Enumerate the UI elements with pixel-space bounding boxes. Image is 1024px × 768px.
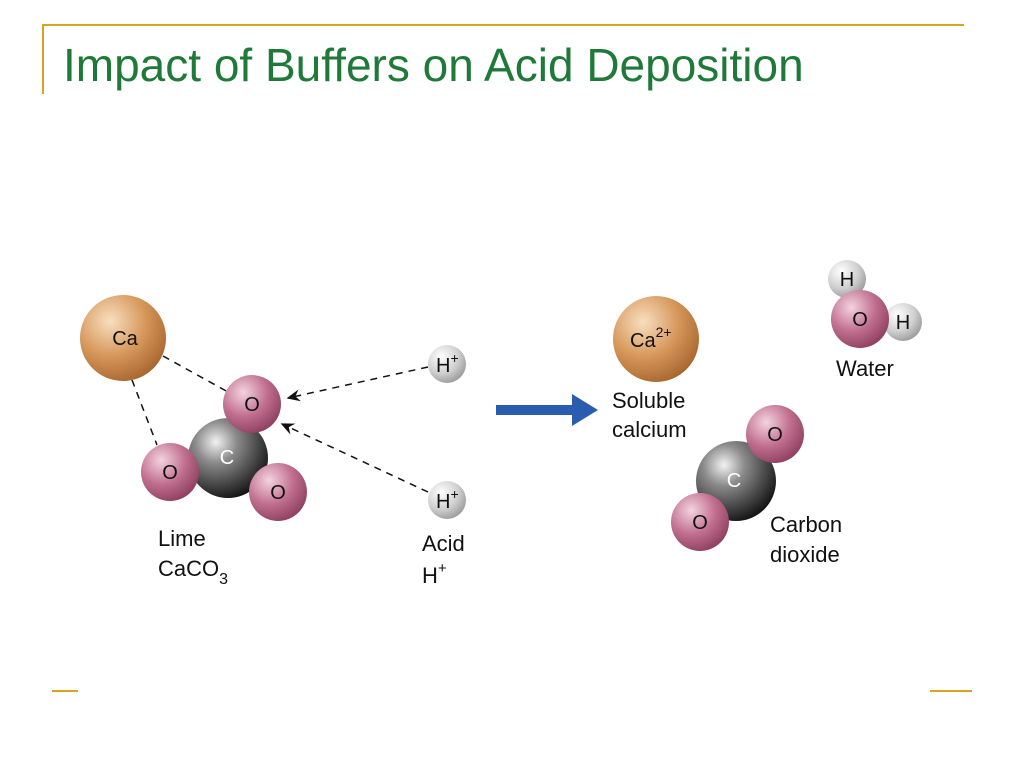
footer-mark-right: [930, 690, 972, 692]
hydrogen-ion-bottom-charge: +: [450, 486, 458, 502]
carbon-dioxide-caption-line1: Carbon: [770, 512, 842, 537]
lime-formula-base: CaCO: [158, 556, 219, 581]
co2-oxygen-top-label: O: [767, 424, 783, 446]
carbon-dioxide-molecule: C O O Carbon dioxide: [671, 405, 842, 567]
water-hydrogen-top-label: H: [840, 269, 854, 291]
water-oxygen: O: [831, 290, 889, 348]
oxygen-atom-top: O: [223, 375, 281, 433]
acid-formula-base: H: [422, 563, 438, 588]
carbon-dioxide-caption-line2: dioxide: [770, 542, 840, 567]
water-hydrogen-right: H: [884, 303, 922, 341]
co2-carbon-label: C: [727, 470, 741, 492]
water-oxygen-label: O: [852, 309, 868, 331]
lime-molecule: Ca C O O O Lime CaCO3: [80, 295, 307, 588]
oxygen-atom-left-label: O: [162, 462, 178, 484]
co2-oxygen-bottom: O: [671, 493, 729, 551]
co2-oxygen-top: O: [746, 405, 804, 463]
slide-title: Impact of Buffers on Acid Deposition: [63, 39, 804, 91]
oxygen-atom-right-label: O: [270, 482, 286, 504]
oxygen-atom-left: O: [141, 443, 199, 501]
hydrogen-ion-bottom-label: H+: [436, 486, 459, 513]
calcium-atom-label: Ca: [112, 328, 138, 350]
calcium-atom: Ca: [80, 295, 166, 381]
carbon-atom-label: C: [220, 447, 234, 469]
calcium-ion-base: Ca: [630, 330, 656, 352]
acid-attack-arrow-bottom: [280, 423, 429, 493]
hydrogen-ion-top-base: H: [436, 355, 450, 377]
carbon-atom: C: [188, 418, 268, 498]
hydrogen-ion-top: H+: [428, 345, 466, 383]
acid-caption: Acid: [422, 531, 465, 556]
calcium-ion-charge: 2+: [656, 324, 672, 340]
lime-formula: CaCO3: [158, 556, 228, 588]
soluble-calcium-caption-line1: Soluble: [612, 388, 685, 413]
calcium-ion-label: Ca2+: [630, 324, 672, 352]
soluble-calcium-caption-line2: calcium: [612, 417, 687, 442]
calcium-ion: Ca2+: [613, 296, 699, 382]
frame-top-rule: [42, 24, 964, 26]
hydrogen-ion-top-label: H+: [436, 350, 459, 377]
ionic-bond-ca-o-left: [131, 379, 158, 446]
lime-caption: Lime: [158, 526, 206, 551]
acid-formula-charge: +: [438, 560, 447, 577]
hydrogen-ion-bottom-base: H: [436, 491, 450, 513]
reaction-arrow-icon: [496, 394, 598, 426]
hydrogen-ion-top-charge: +: [450, 350, 458, 366]
frame-left-rule: [42, 24, 44, 94]
oxygen-atom-top-label: O: [244, 394, 260, 416]
water-caption: Water: [836, 356, 894, 381]
hydrogen-ion-bottom: H+: [428, 481, 466, 519]
water-molecule: H H O Water: [828, 260, 922, 381]
acid-attack-arrow-top: [286, 366, 429, 402]
footer-mark-left: [52, 690, 78, 692]
co2-oxygen-bottom-label: O: [692, 512, 708, 534]
acid-formula: H+: [422, 560, 447, 588]
oxygen-atom-right: O: [249, 463, 307, 521]
water-hydrogen-right-label: H: [896, 312, 910, 334]
water-hydrogen-top: H: [828, 260, 866, 298]
lime-formula-subscript: 3: [219, 571, 228, 588]
ionic-bond-ca-o-top: [162, 355, 229, 393]
